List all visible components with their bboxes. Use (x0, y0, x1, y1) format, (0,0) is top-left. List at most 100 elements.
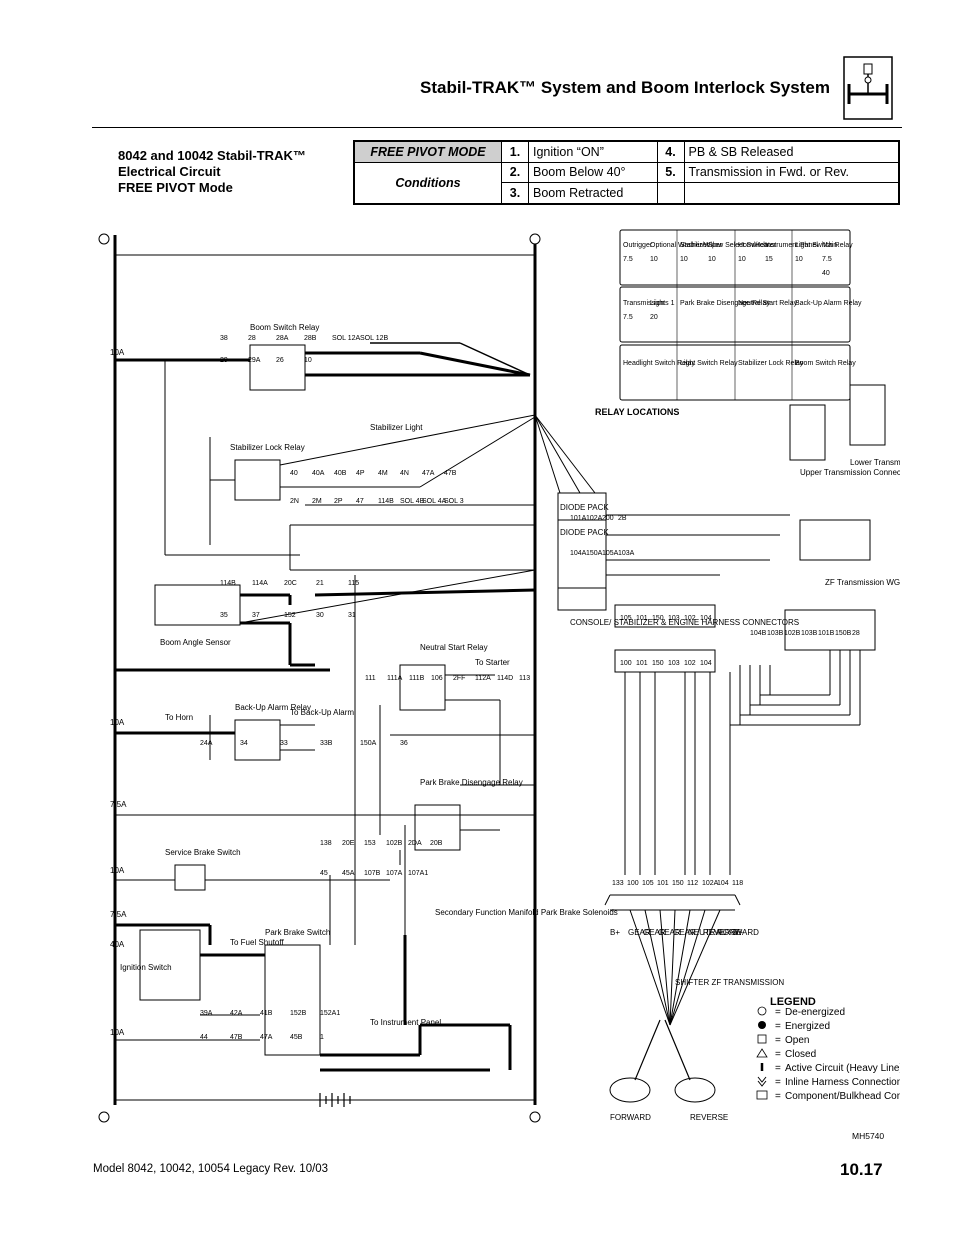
wire-label: 102B (386, 840, 403, 847)
wire-label: 47A (422, 470, 435, 477)
component-label: Neutral Start Relay (420, 643, 488, 652)
component-label: DIODE PACK (560, 503, 609, 512)
wire-label: 28A (276, 335, 289, 342)
de-energized-icon (757, 1006, 767, 1016)
wire-label: 28B (304, 335, 317, 342)
relay-label: Park Brake Disengage Relay (680, 300, 770, 307)
legend-equals: = (775, 1035, 781, 1046)
fuse-rating: 7.5A (110, 800, 127, 809)
wire-label: 103B (801, 630, 818, 637)
wire-label: SOL 3 (444, 498, 464, 505)
wire-label: 100 (620, 660, 632, 667)
wire-label: 105 (620, 615, 632, 622)
wire-label: 105 (642, 880, 654, 887)
wire-label: 30 (316, 612, 324, 619)
legend-item: Inline Harness Connection (785, 1077, 900, 1088)
wire-label: 112A (475, 675, 491, 682)
wire-label: 36 (400, 740, 408, 747)
relay-label: Headlight Switch Relay (623, 360, 695, 367)
wire-label: 24A (200, 740, 213, 747)
wire-label: 115 (348, 580, 359, 587)
fuse-value: 7.5 (623, 314, 633, 321)
relay-label: Light Switch Relay (680, 360, 738, 367)
wire-label: 114B (220, 580, 236, 587)
wire-label: 34 (240, 740, 248, 747)
wire-label: 47B (444, 470, 457, 477)
wire-label: 102A (702, 880, 719, 887)
relay-label: Boom Switch Relay (795, 360, 856, 367)
legend-item: De-energized (785, 1007, 845, 1018)
mode-label: FREE PIVOT MODE (354, 141, 502, 163)
component-label: To Horn (165, 713, 193, 722)
figure-id: MH5740 (852, 1131, 885, 1141)
wire-label: 47B (230, 1034, 243, 1041)
wire-label: 102B (784, 630, 801, 637)
wire-label: 101 (636, 660, 648, 667)
wire-label: 102 (684, 660, 696, 667)
circuit-title-line: 8042 and 10042 Stabil-TRAK™ (118, 148, 306, 163)
relay-locations-heading: RELAY LOCATIONS (595, 407, 679, 417)
wire-label: 104 (700, 615, 712, 622)
fuse-value: 40 (822, 270, 830, 277)
wire-label: 101 (636, 615, 648, 622)
wire-label: 200 (602, 515, 614, 522)
wire-label: 42A (230, 1010, 243, 1017)
wire-label: 2DA (408, 840, 422, 847)
component-label: To Back-Up Alarm (290, 708, 354, 717)
component-label: ZF Transmission WG 98 (825, 578, 900, 587)
wire-label: 150A (586, 550, 603, 557)
wire-label: 21 (316, 580, 324, 587)
wire-label: 111A (387, 675, 403, 682)
wire-label: 104B (750, 630, 767, 637)
component-label: To Instrument Panel (370, 1018, 441, 1027)
shifter-pin: GEAR (673, 928, 696, 937)
wire-label: 103B (767, 630, 784, 637)
shifter-pin: NEUTRAL (688, 928, 726, 937)
wire-label: 47A (260, 1034, 273, 1041)
wire-label: 138 (320, 840, 332, 847)
wire-label: 107A1 (408, 870, 428, 877)
wire-label: 118 (732, 880, 743, 887)
wire-label: 37 (252, 612, 260, 619)
wire-label: 40 (290, 470, 298, 477)
wire-label: 150A (360, 740, 377, 747)
fuse-label: Optional Washer/Wiper (650, 242, 723, 249)
wire-label: 102A (586, 515, 603, 522)
wire-label: 101B (818, 630, 835, 637)
condition-text: Transmission in Fwd. or Rev. (683, 161, 900, 184)
circuit-title-line: FREE PIVOT Mode (118, 180, 233, 195)
fuse-rating: 10A (110, 718, 125, 727)
wire-label: 102 (684, 615, 696, 622)
wire-label: 4P (356, 470, 365, 477)
wire-label: 10 (304, 357, 312, 364)
fuse-value: 20 (650, 314, 658, 321)
wire-label: 106 (431, 675, 443, 682)
wire-label: 28 (852, 630, 860, 637)
legend-item: Closed (785, 1049, 816, 1060)
wire-label: 20E (342, 840, 355, 847)
fuse-value: 15 (765, 256, 773, 263)
component-label: To Fuel Shutoff (230, 938, 284, 947)
fuse-value: 7.5 (822, 256, 832, 263)
fuse-label: Transmission (623, 300, 664, 307)
wire-label: 45B (290, 1034, 303, 1041)
circuit-title: 8042 and 10042 Stabil-TRAK™ Electrical C… (118, 148, 348, 196)
wire-label: 150 (652, 660, 664, 667)
relay-label: Stabilizer Lock Relay (738, 360, 804, 367)
fuse-value: 10 (738, 256, 746, 263)
header-rule (92, 127, 902, 128)
fuse-label: Outrigger (623, 242, 653, 249)
open-icon (757, 1034, 767, 1044)
wire-label: 111 (365, 675, 376, 682)
component-label: Boom Switch Relay (250, 323, 319, 332)
relay-label: Neutral Start Relay (738, 300, 798, 307)
wire-label: 44 (200, 1034, 208, 1041)
wire-label: 103 (668, 615, 680, 622)
fuse-value: 7.5 (623, 256, 633, 263)
wire-label: 20C (284, 580, 297, 587)
condition-text: PB & SB Released (683, 141, 900, 163)
component-label: Lower Transmission Connectors (850, 458, 900, 467)
wire-label: 20B (430, 840, 443, 847)
condition-text: Boom Below 40° (528, 161, 658, 184)
wire-label: 150 (652, 615, 664, 622)
